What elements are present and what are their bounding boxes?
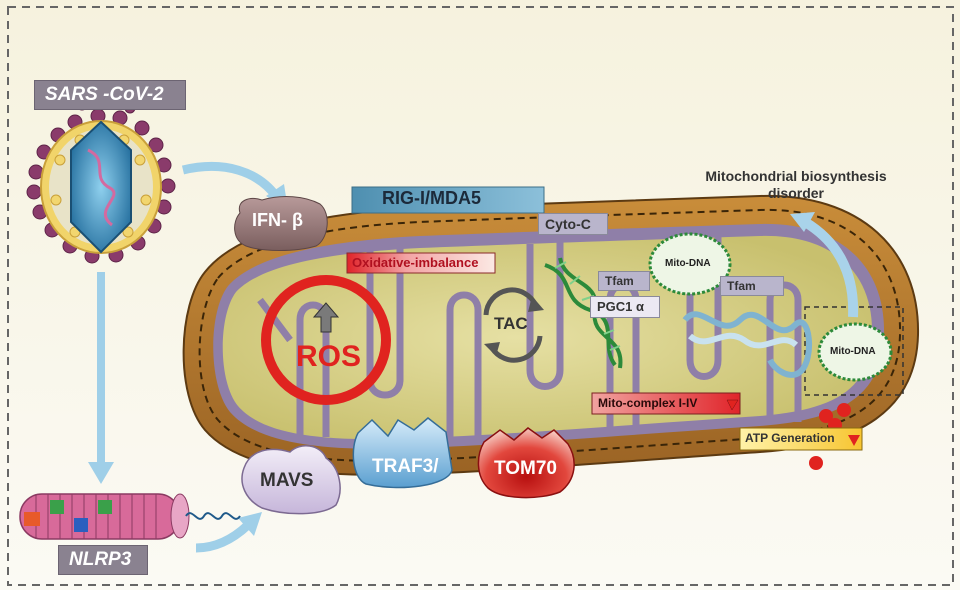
ifn-beta-label: IFN- β	[252, 210, 303, 231]
mito-dna-label-1: Mito-DNA	[665, 258, 711, 269]
biosynthesis-title: Mitochondrial biosynthesis disorder	[680, 168, 912, 202]
sars-cov-2-label: SARS -CoV-2	[34, 80, 186, 110]
pgc1-alpha-label: PGC1 α	[590, 296, 660, 318]
mito-dna-label-2: Mito-DNA	[830, 346, 876, 357]
tac-label: TAC	[494, 314, 528, 334]
ros-label: ROS	[296, 340, 361, 374]
atp-generation-label: ATP Generation	[745, 431, 835, 445]
nlrp3-label: NLRP3	[58, 545, 148, 575]
tom70-label: TOM70	[494, 458, 557, 480]
mavs-label: MAVS	[260, 470, 313, 492]
oxidative-imbalance-label: Oxidative-imbalance	[352, 255, 478, 270]
rig-mda5-label: RIG-I/MDA5	[382, 188, 481, 209]
tfam-label-1: Tfam	[598, 271, 650, 291]
mito-complex-label: Mito-complex I-IV	[598, 396, 697, 410]
cyto-c-label: Cyto-C	[538, 213, 608, 235]
traf3-label: TRAF3/	[372, 456, 439, 478]
tfam-label-2: Tfam	[720, 276, 784, 296]
